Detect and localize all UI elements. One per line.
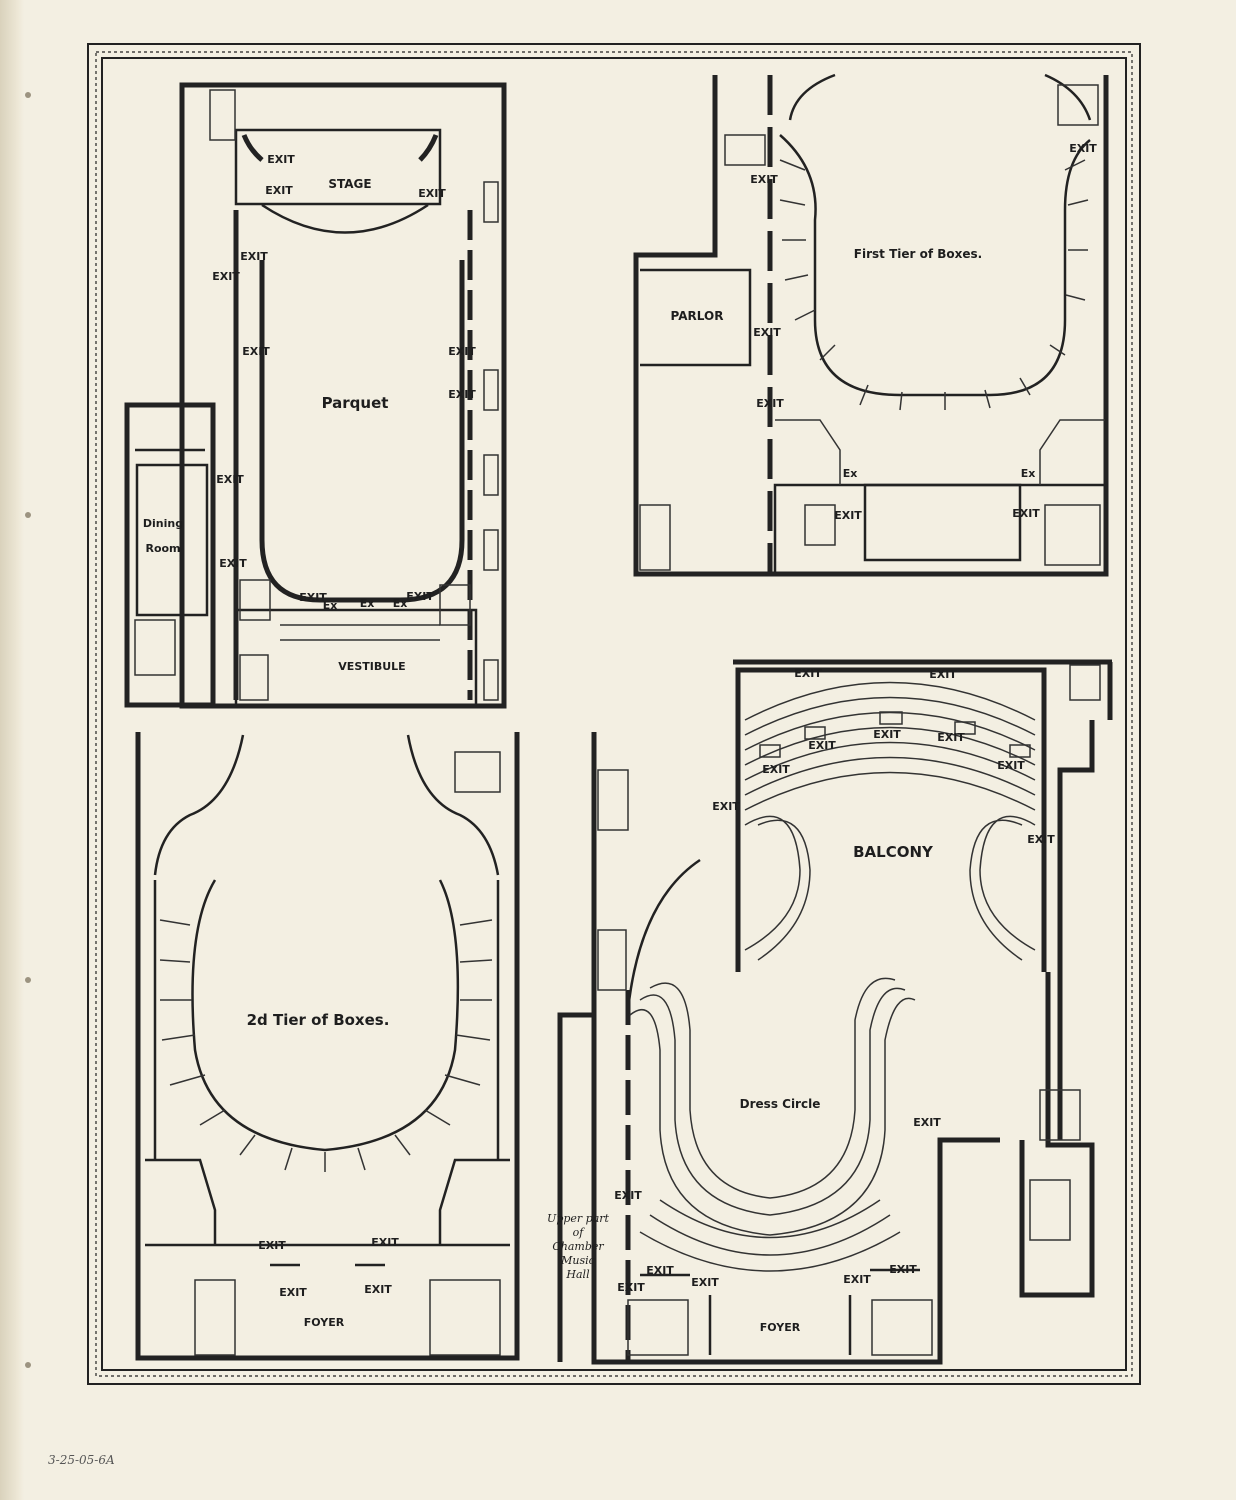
exit-label: EXIT <box>937 731 965 744</box>
ornamental-border <box>87 43 1141 1385</box>
exit-label: EXIT <box>750 173 778 186</box>
exit-label: EXIT <box>364 1283 392 1296</box>
exit-label: EXIT <box>371 1236 399 1249</box>
exit-label: EXIT <box>873 728 901 741</box>
ex-label: Ex <box>1021 467 1036 480</box>
exit-label: EXIT <box>219 557 247 570</box>
exit-label: EXIT <box>1027 833 1055 846</box>
exit-label: EXIT <box>212 270 240 283</box>
parlor-label: PARLOR <box>671 309 724 323</box>
exit-label: EXIT <box>448 345 476 358</box>
second-tier-label: 2d Tier of Boxes. <box>247 1011 390 1029</box>
chamber-hall-label-line2: of <box>573 1226 586 1239</box>
exit-label: EXIT <box>756 397 784 410</box>
ex-label: Ex <box>393 597 408 610</box>
exit-label: EXIT <box>913 1116 941 1129</box>
first-tier-label: First Tier of Boxes. <box>854 247 982 261</box>
exit-label: EXIT <box>279 1286 307 1299</box>
vestibule-label: VESTIBULE <box>338 660 405 673</box>
balcony-plan: BALCONY EXIT EXIT EXIT EXIT EXIT EXIT EX… <box>712 659 1113 972</box>
exit-label: EXIT <box>258 1239 286 1252</box>
chamber-hall-label-line5: Hall <box>565 1268 590 1281</box>
foyer-label: FOYER <box>760 1321 801 1334</box>
exit-label: EXIT <box>691 1276 719 1289</box>
exit-label: EXIT <box>889 1263 917 1276</box>
exit-label: EXIT <box>242 345 270 358</box>
exit-label: EXIT <box>1069 142 1097 155</box>
exit-label: EXIT <box>617 1281 645 1294</box>
parquet-label: Parquet <box>322 394 389 412</box>
exit-label: EXIT <box>614 1189 642 1202</box>
chamber-hall-label-line1: Upper part <box>547 1212 609 1225</box>
exit-label: EXIT <box>240 250 268 263</box>
exit-label: EXIT <box>794 667 822 680</box>
ex-label: Ex <box>843 467 858 480</box>
first-tier-plan: First Tier of Boxes. PARLOR EXIT EXIT EX… <box>633 73 1109 577</box>
exit-label: EXIT <box>265 184 293 197</box>
binding-gutter <box>0 0 24 1500</box>
binding-holes <box>25 92 31 1368</box>
foyer-label: FOYER <box>304 1316 345 1329</box>
box-partitions <box>159 919 493 1172</box>
parquet-plan: Parquet STAGE VESTIBULE Dining Room EXIT… <box>124 82 507 709</box>
exit-label: EXIT <box>299 591 327 604</box>
second-tier-plan: 2d Tier of Boxes. FOYER EXIT EXIT EXIT E… <box>135 732 520 1361</box>
exit-label: EXIT <box>843 1273 871 1286</box>
exit-label: EXIT <box>267 153 295 166</box>
exit-label: EXIT <box>448 388 476 401</box>
exit-label: EXIT <box>762 763 790 776</box>
exit-label: EXIT <box>418 187 446 200</box>
dress-circle-seating-rows <box>629 977 916 1272</box>
dining-room-label-line2: Room <box>145 542 180 555</box>
exit-label: EXIT <box>216 473 244 486</box>
ex-label: Ex <box>323 599 338 612</box>
chamber-hall-label-line4: Music <box>560 1254 595 1267</box>
exit-label: EXIT <box>834 509 862 522</box>
stage-label: STAGE <box>328 177 371 191</box>
balcony-seating-rows <box>744 681 1036 961</box>
dining-room-label-line1: Dining <box>143 517 183 530</box>
exit-label: EXIT <box>753 326 781 339</box>
dress-circle-plan: Dress Circle FOYER Upper part of Chamber… <box>547 720 1095 1365</box>
exit-label: EXIT <box>997 759 1025 772</box>
balcony-label: BALCONY <box>853 843 934 861</box>
exit-label: EXIT <box>712 800 740 813</box>
exit-label: EXIT <box>1012 507 1040 520</box>
exit-label: EXIT <box>808 739 836 752</box>
ex-label: Ex <box>360 597 375 610</box>
exit-label: EXIT <box>929 668 957 681</box>
exit-label: EXIT <box>646 1264 674 1277</box>
box-partitions <box>779 159 1089 411</box>
exit-label: EXIT <box>406 590 434 603</box>
dress-circle-label: Dress Circle <box>740 1097 821 1111</box>
chamber-hall-label-line3: Chamber <box>552 1240 604 1253</box>
archive-mark: 3-25-05-6A <box>48 1453 115 1467</box>
